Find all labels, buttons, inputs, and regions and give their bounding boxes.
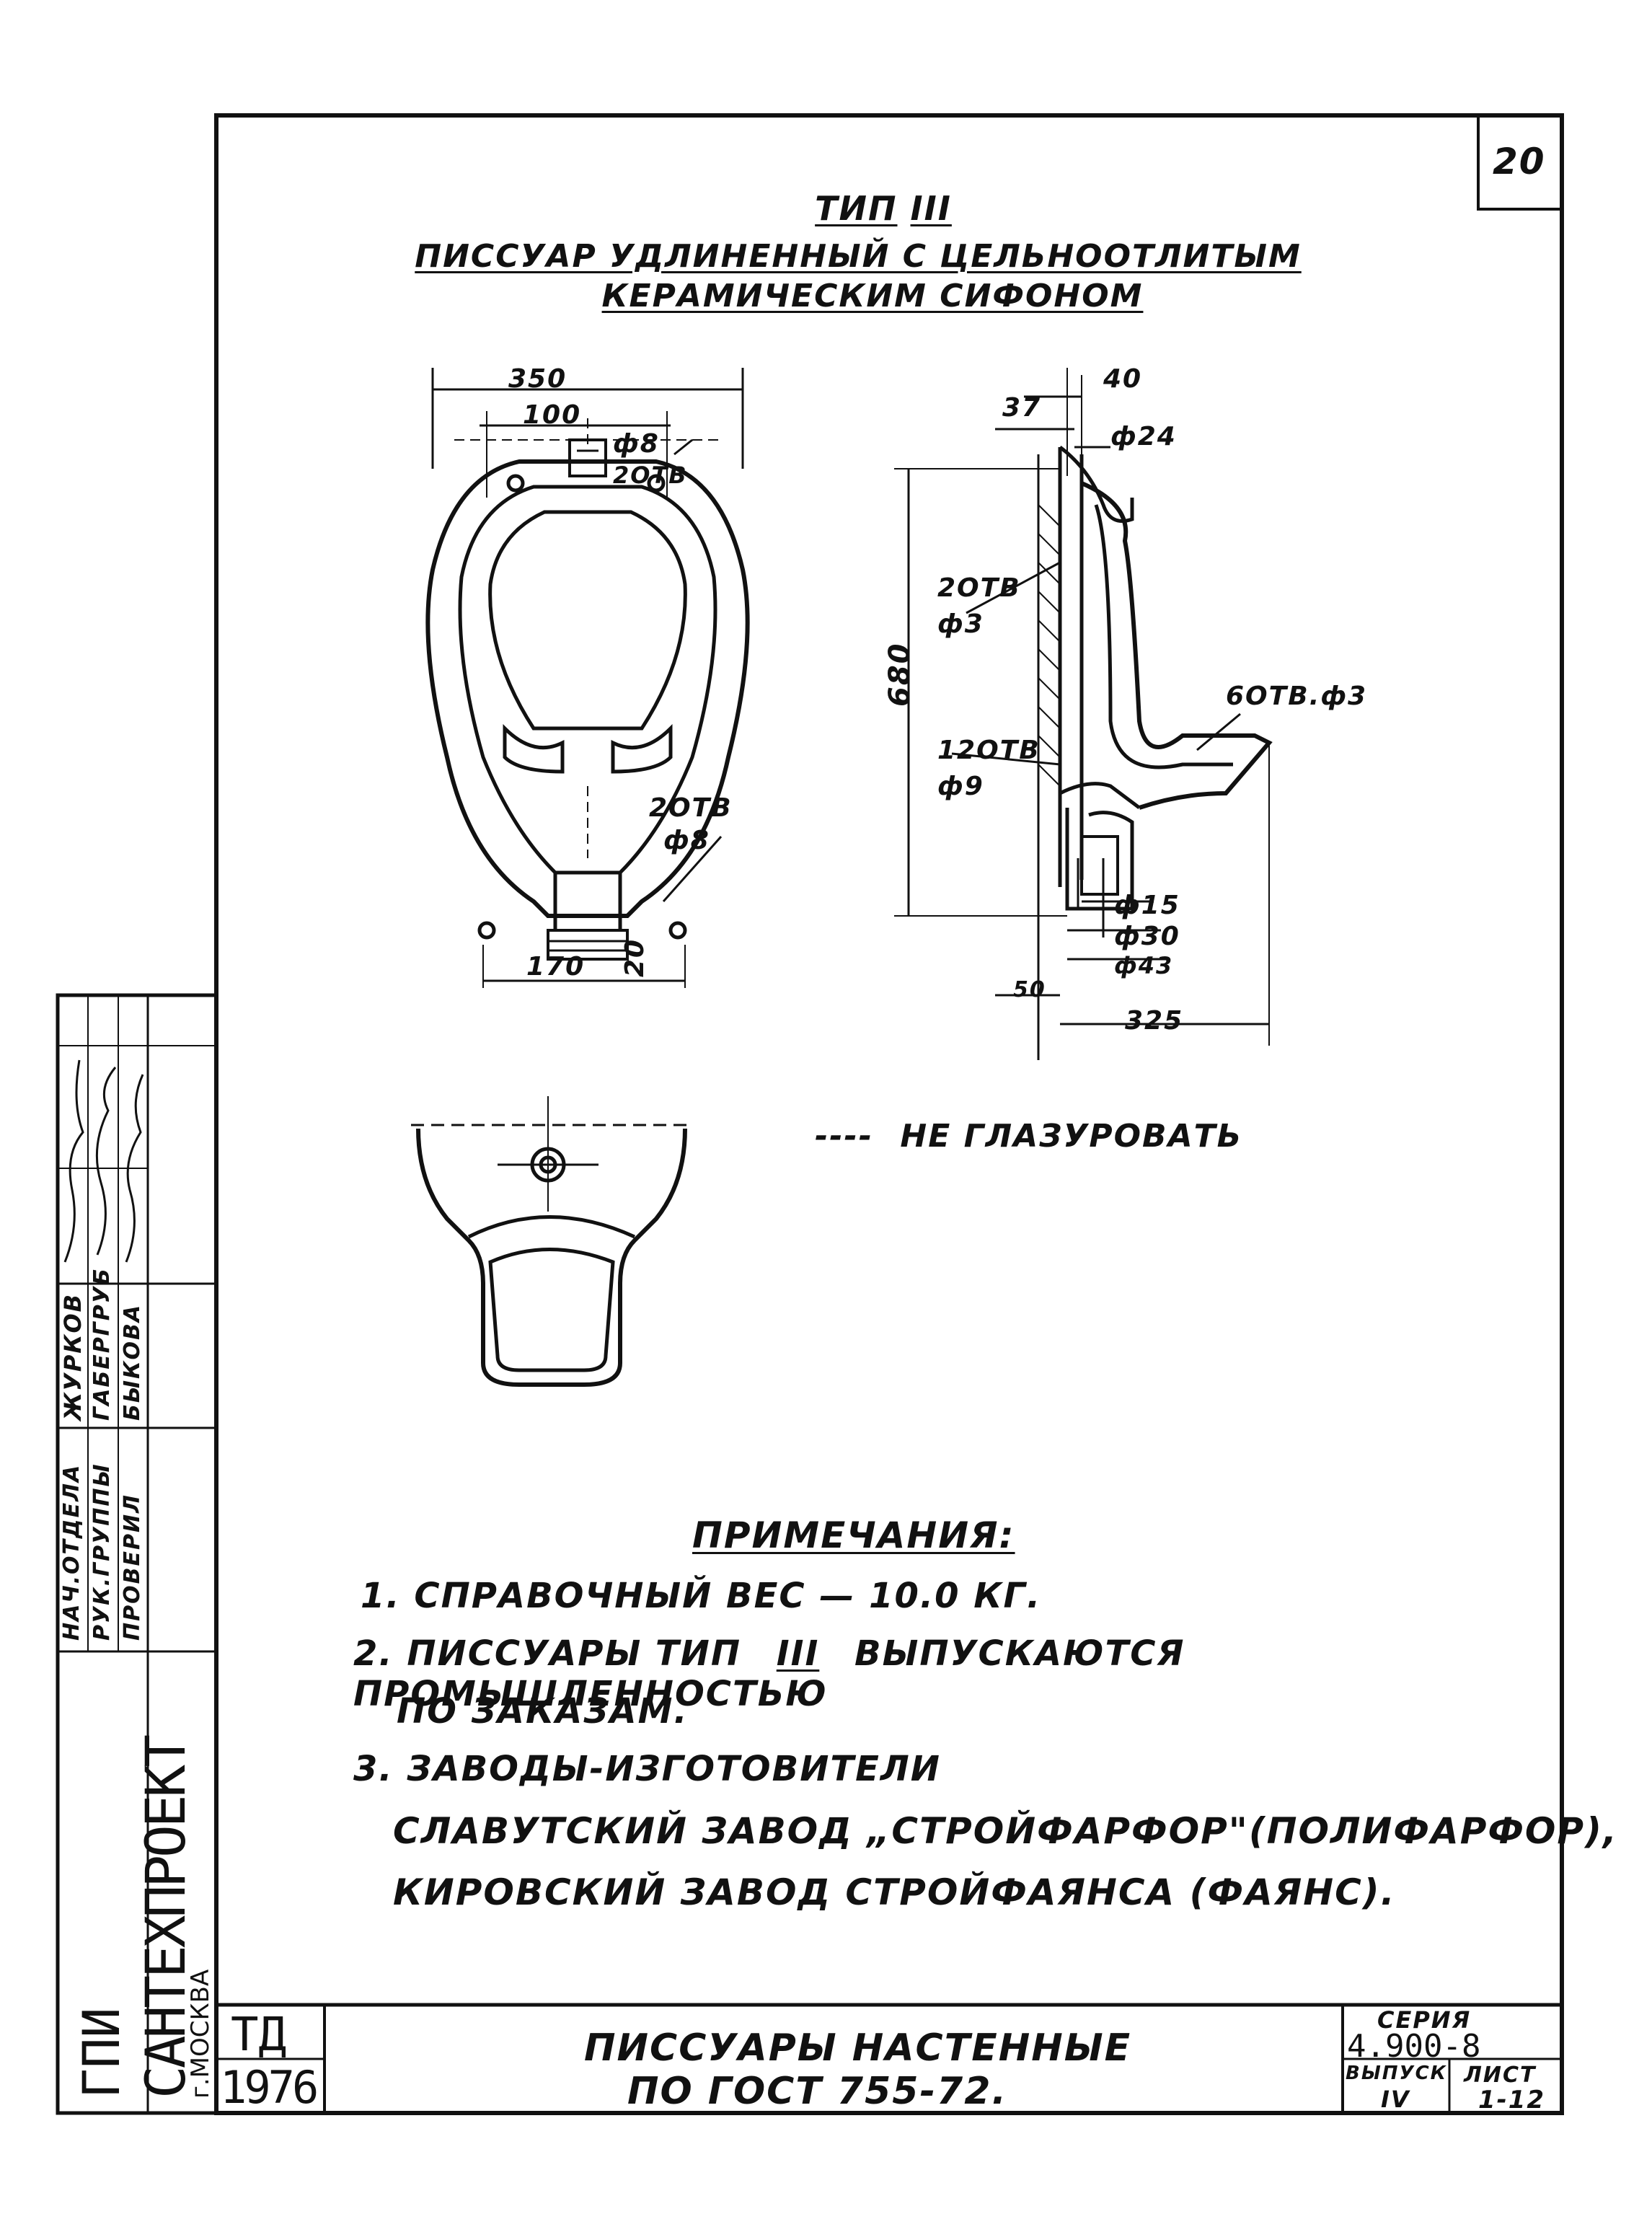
dim-top-hole-count: 2ОТВ [613,462,688,489]
stamp-td: ТД [231,2008,287,2062]
dim-50: 50 [1013,977,1046,1002]
stamp-role-3: ПРОВЕРИЛ [120,1494,145,1641]
dim-37: 37 [1002,393,1042,423]
dim-dia43: ф43 [1114,952,1174,979]
note-item-2c: ПО ЗАКАЗАМ. [397,1691,689,1732]
stamp-year: 1976 [220,2061,319,2114]
dim-top-hole-dia: ф8 [613,429,660,459]
dim-bottom-hole-dia: ф8 [663,826,710,855]
signature-marks [63,1059,144,1263]
subtitle-line1: ПИССУАР УДЛИНЕННЫЙ С ЦЕЛЬНООТЛИТЫМ [415,238,1302,275]
front-view-drawing [425,368,750,988]
dim-bottom-offset-20: 20 [620,938,650,977]
stamp-role-2: РУК.ГРУППЫ [89,1463,115,1641]
note-item-2b: ВЫПУСКАЮТСЯ ПРОМЫШЛЕННОСТЬЮ [353,1633,1185,1714]
type-heading: ТИП III [721,189,1046,228]
note-item-3a: СЛАВУТСКИЙ ЗАВОД „СТРОЙФАРФОР"(ПОЛИФАРФО… [393,1810,1618,1852]
issue-value: IV [1381,2086,1410,2113]
dim-top-spacing-100: 100 [523,400,582,430]
series-label: СЕРИЯ [1377,2006,1472,2034]
doc-title-line2: ПО ГОСТ 755-72. [627,2070,1008,2113]
subtitle-line2: КЕРАМИЧЕСКИМ СИФОНОМ [601,278,1144,314]
sheet-value: 1-12 [1478,2086,1546,2114]
stamp-name-3: БЫКОВА [120,1303,145,1421]
top-view-drawing [411,1096,692,1387]
stamp-org-line1: ГПИ [72,2007,131,2099]
note-item-2a: 2. ПИССУАРЫ ТИП [353,1633,742,1674]
note-item-3b: КИРОВСКИЙ ЗАВОД СТРОЙФАЯНСА (ФАЯНС). [393,1871,1396,1913]
dim-bottom-spacing-170: 170 [526,952,586,982]
sheet-label: ЛИСТ [1464,2063,1537,2088]
dim-dia15: ф15 [1114,891,1180,920]
note-item-2: 2. ПИССУАРЫ ТИП III ВЫПУСКАЮТСЯ ПРОМЫШЛЕ… [353,1633,1652,1714]
dim-bottom-hole-count: 2ОТВ [649,793,733,823]
stamp-org-line3: г.МОСКВА [186,1969,215,2099]
dim-holes-2-dia: ф3 [937,609,984,639]
stamp-name-2: ГАБЕРГРУБ [89,1267,115,1421]
doc-title-line1: ПИССУАРЫ НАСТЕННЫЕ [584,2026,1132,2070]
dim-holes-2: 2ОТВ [937,573,1021,603]
notes-heading: ПРИМЕЧАНИЯ: [692,1514,1015,1556]
issue-label: ВЫПУСК [1346,2063,1447,2084]
type-roman: III [910,189,952,228]
dim-holes-12: 12ОТВ [937,736,1041,765]
stamp-role-1: НАЧ.ОТДЕЛА [59,1463,84,1641]
legend: ---- НЕ ГЛАЗУРОВАТЬ [815,1118,1242,1155]
dim-40: 40 [1103,364,1143,394]
legend-dash-sample: ---- [815,1118,874,1155]
dim-325: 325 [1125,1006,1184,1036]
note-item-2-roman: III [776,1633,820,1674]
dim-dia24: ф24 [1110,422,1177,451]
type-label: ТИП [815,189,898,228]
legend-label: НЕ ГЛАЗУРОВАТЬ [900,1118,1243,1155]
dim-holes-6: 6ОТВ.ф3 [1226,681,1368,711]
side-view-drawing [894,368,1273,1060]
series-value: 4.900-8 [1347,2028,1481,2065]
note-item-1: 1. СПРАВОЧНЫЙ ВЕС — 10.0 КГ. [361,1576,1042,1616]
dim-width-350: 350 [508,364,567,394]
note-item-3: 3. ЗАВОДЫ-ИЗГОТОВИТЕЛИ [353,1749,941,1789]
dim-height-680: 680 [883,642,916,707]
dim-holes-12-dia: ф9 [937,772,984,801]
page-number: 20 [1493,141,1546,182]
stamp-name-1: ЖУРКОВ [59,1292,87,1421]
dim-dia30: ф30 [1114,922,1180,951]
